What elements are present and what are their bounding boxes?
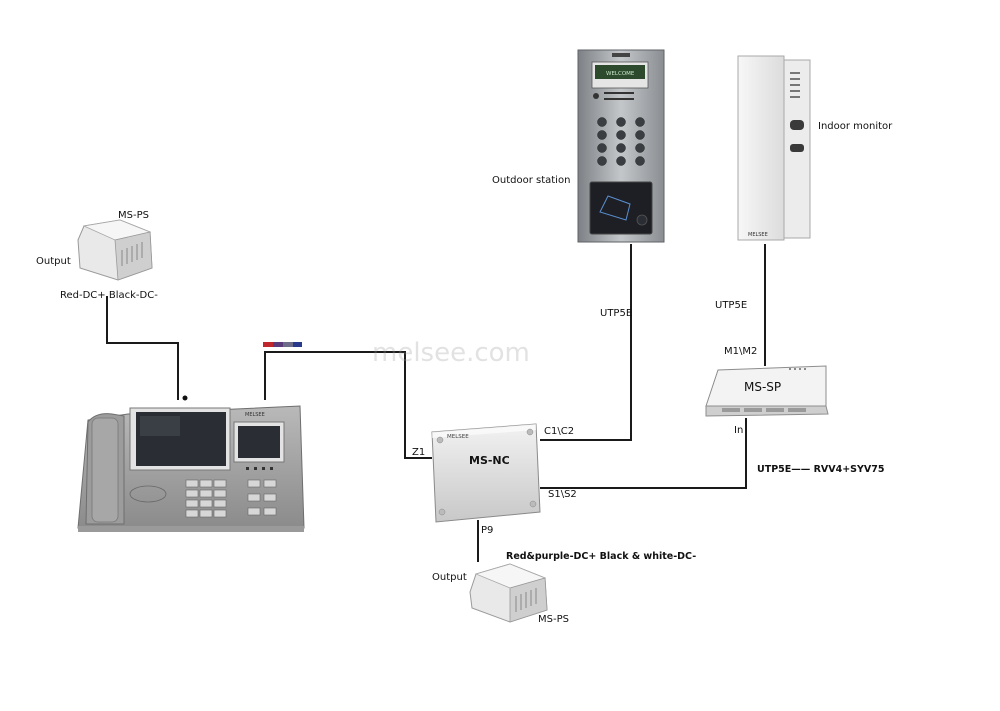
indoor-brand: MELSEE bbox=[748, 232, 768, 238]
power-supply-top bbox=[78, 220, 152, 280]
watermark: melsee.com bbox=[372, 338, 530, 368]
ms-nc-port-c: C1\C2 bbox=[544, 426, 574, 437]
line-ps-to-guard bbox=[107, 296, 178, 400]
ms-sp-box: MS-SP bbox=[706, 366, 828, 416]
indoor-monitor-label: Indoor monitor bbox=[818, 121, 892, 132]
ms-ps-bottom-output-label: Output bbox=[432, 572, 467, 583]
ms-ps-bottom-title: MS-PS bbox=[538, 614, 569, 625]
guard-brand: MELSEE bbox=[245, 412, 265, 418]
line-outdoor-to-nc bbox=[540, 244, 631, 440]
ms-sp-title: MS-SP bbox=[744, 380, 781, 394]
outdoor-station: WELCOME bbox=[578, 50, 664, 242]
indoor-monitor: MELSEE bbox=[738, 56, 810, 240]
ms-ps-bottom-port: P9 bbox=[481, 525, 493, 536]
ms-ps-top-polarity: Red-DC+ Black-DC- bbox=[60, 290, 158, 301]
ms-sp-port-m: M1\M2 bbox=[724, 346, 757, 357]
ms-nc-title: MS-NC bbox=[469, 454, 510, 467]
outdoor-screen-text: WELCOME bbox=[606, 71, 635, 77]
guard-unit: MELSEE bbox=[78, 396, 304, 533]
ms-ps-bottom-polarity: Red&purple-DC+ Black & white-DC- bbox=[506, 551, 696, 562]
cable-indoor-label: UTP5E bbox=[715, 300, 747, 311]
power-supply-bottom bbox=[470, 564, 547, 622]
ms-ps-top-output-label: Output bbox=[36, 256, 71, 267]
colored-wire-stub bbox=[263, 342, 302, 347]
cable-outdoor-label: UTP5E bbox=[600, 308, 632, 319]
outdoor-station-label: Outdoor station bbox=[492, 175, 570, 186]
ms-sp-port-in: In bbox=[734, 425, 743, 436]
ms-nc-box: MELSEE MS-NC bbox=[432, 424, 540, 522]
cable-sp-to-nc-label: UTP5E—— RVV4+SYV75 bbox=[757, 464, 884, 475]
ms-nc-brand: MELSEE bbox=[447, 434, 469, 440]
ms-nc-port-s: S1\S2 bbox=[548, 489, 577, 500]
ms-nc-port-z1: Z1 bbox=[412, 447, 425, 458]
ms-ps-top-title: MS-PS bbox=[118, 210, 149, 221]
